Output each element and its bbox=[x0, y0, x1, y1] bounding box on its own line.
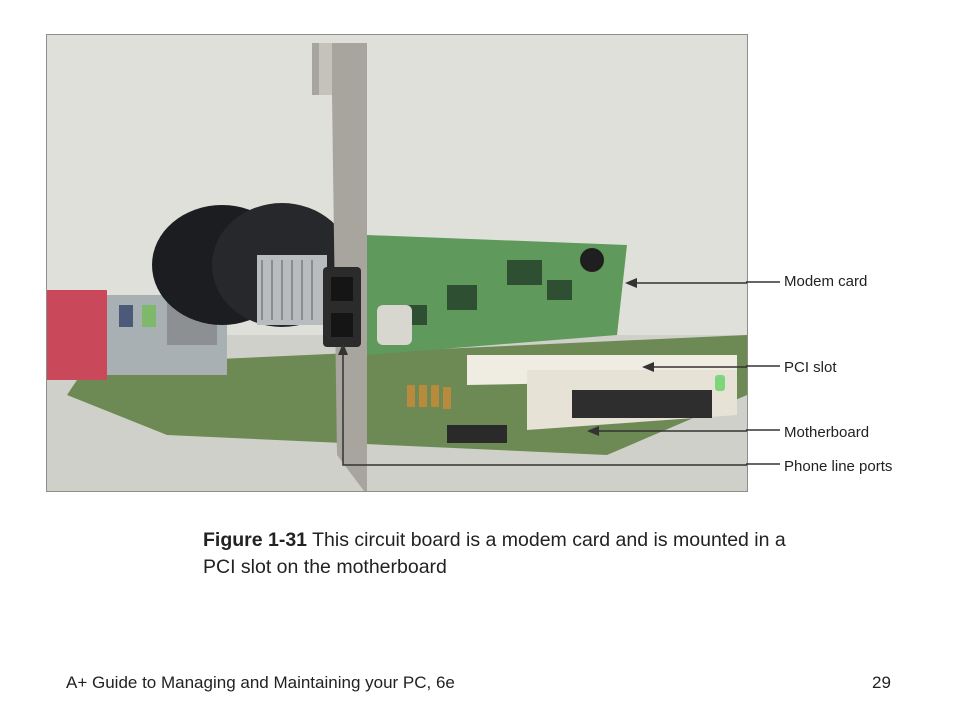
phone-jack-2 bbox=[331, 313, 353, 337]
callout-motherboard: Motherboard bbox=[784, 424, 870, 441]
callout-phone-line-ports: Phone line ports bbox=[784, 458, 893, 475]
chip bbox=[447, 425, 507, 443]
transformer bbox=[377, 305, 412, 345]
callout-lines bbox=[342, 282, 747, 466]
io-panel-red bbox=[47, 290, 107, 380]
photo-illustration bbox=[47, 35, 747, 491]
modem-card-pcb bbox=[367, 235, 627, 355]
led bbox=[715, 375, 725, 391]
callout-modem-card: Modem card bbox=[784, 273, 868, 290]
figure-caption: Figure 1-31 This circuit board is a mode… bbox=[203, 527, 803, 581]
callout-pci-slot: PCI slot bbox=[784, 359, 837, 376]
caption-text: This circuit board is a modem card and i… bbox=[203, 529, 786, 578]
modem-card-photo bbox=[46, 34, 748, 492]
phone-jack-1 bbox=[331, 277, 353, 301]
book-title: A+ Guide to Managing and Maintaining you… bbox=[66, 673, 455, 692]
dark-slot bbox=[572, 390, 712, 418]
page-number: 29 bbox=[872, 673, 891, 692]
figure-number: Figure 1-31 bbox=[203, 529, 308, 551]
callout-arrows bbox=[338, 278, 654, 436]
callout-line-extensions bbox=[746, 281, 780, 465]
buzzer bbox=[580, 248, 604, 272]
